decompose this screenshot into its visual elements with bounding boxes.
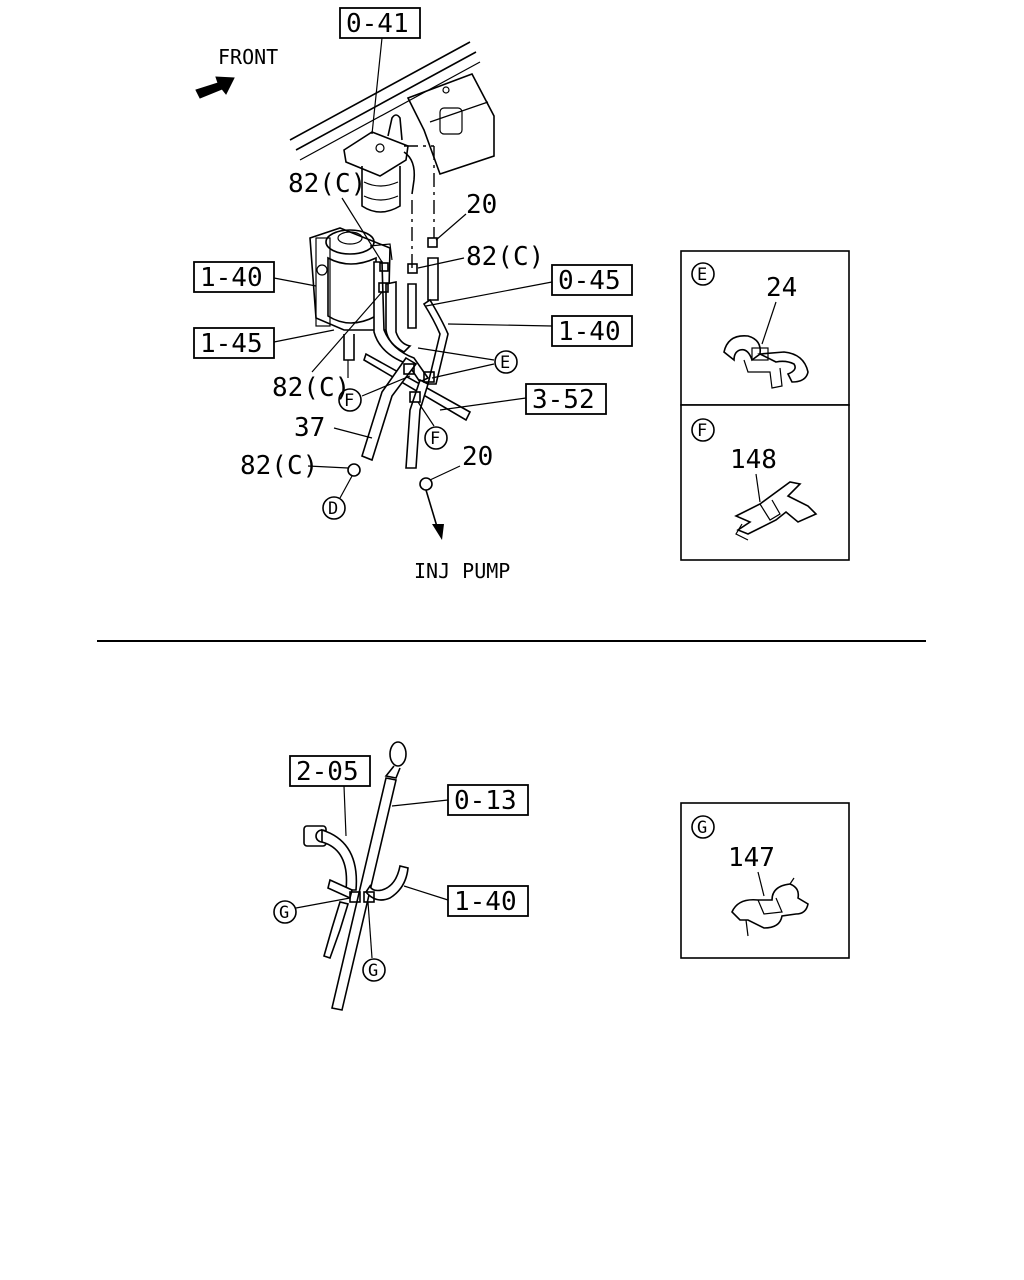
svg-text:F: F — [430, 429, 440, 449]
clip-148-icon — [734, 481, 818, 541]
detail-f-part: 148 — [730, 445, 777, 475]
callout-f-left: F — [338, 375, 411, 412]
detail-panel-f: F 148 — [680, 404, 850, 561]
part-clip-bottom-label: 82(C) — [240, 451, 318, 481]
ref-box-pipe: 3-52 — [439, 383, 607, 415]
ref-hose-b-label: 1-40 — [558, 317, 621, 347]
svg-text:G: G — [368, 961, 378, 981]
clip-f-lower-icon — [409, 391, 421, 403]
ref-box-gauge: 0-13 — [391, 784, 529, 816]
part-hose-label: 37 — [294, 413, 325, 443]
part-clip-mid-label: 82(C) — [466, 242, 544, 272]
clip-lower-icon — [379, 262, 389, 272]
clip-147-icon — [731, 877, 809, 937]
inj-pump-arrow — [425, 489, 444, 540]
svg-text:E: E — [500, 353, 510, 373]
callout-d: D — [322, 475, 353, 520]
part-bolt-upper-label: 20 — [466, 190, 497, 220]
ref-box-filter-assy: 0-41 — [339, 7, 421, 135]
inj-pump-label: INJ PUMP — [414, 559, 510, 583]
ref-box-bracket: 1-45 — [193, 327, 335, 359]
chassis-frame-rail — [289, 41, 495, 176]
clip-mid-icon — [378, 282, 389, 293]
pipe-2-05 — [303, 825, 358, 960]
ref-hose-bottom-label: 1-40 — [454, 887, 517, 917]
ref-pipe-bottom-label: 2-05 — [296, 757, 359, 787]
svg-text:D: D — [328, 499, 338, 519]
ref-box-pipe-bottom: 2-05 — [289, 755, 371, 837]
detail-panel-e: E 24 — [680, 250, 850, 406]
part-bolt-lower-label: 20 — [462, 442, 493, 472]
callout-f-right: F — [417, 401, 448, 450]
ref-pipe-label: 3-52 — [532, 385, 595, 415]
ref-separator-label: 1-40 — [200, 263, 263, 293]
callout-g-bottom: G — [362, 901, 386, 982]
bolt-upper-icon — [427, 237, 438, 248]
ref-hose-a-label: 0-45 — [558, 266, 621, 296]
detail-e-letter: E — [697, 265, 707, 285]
part-clip-lower-label: 82(C) — [272, 373, 350, 403]
hose-1-40-bottom — [349, 865, 409, 903]
ref-box-hose-bottom: 1-40 — [403, 885, 529, 917]
ref-box-hose-b: 1-40 — [447, 315, 633, 347]
front-direction-indicator: FRONT — [195, 45, 278, 99]
detail-f-letter: F — [697, 421, 707, 441]
callout-g-left: G — [273, 897, 351, 924]
detail-panel-g: G 147 — [680, 802, 850, 959]
detail-g-part: 147 — [728, 843, 775, 873]
clip-upper-icon — [407, 263, 418, 274]
ref-filter-assy-label: 0-41 — [346, 9, 409, 39]
ref-bracket-label: 1-45 — [200, 329, 263, 359]
clip-bottom-icon — [347, 463, 361, 477]
clip-f-upper-icon — [403, 363, 415, 375]
ref-gauge-label: 0-13 — [454, 786, 517, 816]
detail-g-letter: G — [697, 818, 707, 838]
part-clip-upper-label: 82(C) — [288, 169, 366, 199]
front-label: FRONT — [218, 45, 278, 69]
front-arrow-icon — [195, 76, 235, 99]
fuel-hoses-lower — [347, 356, 435, 491]
detail-e-part: 24 — [766, 273, 797, 303]
svg-text:F: F — [344, 391, 354, 411]
svg-text:G: G — [279, 903, 289, 923]
clips-82c — [378, 237, 438, 293]
clip-24-icon — [723, 335, 809, 389]
ref-box-separator: 1-40 — [193, 261, 317, 293]
ref-box-hose-a: 0-45 — [425, 264, 633, 307]
callout-e: E — [417, 347, 518, 379]
